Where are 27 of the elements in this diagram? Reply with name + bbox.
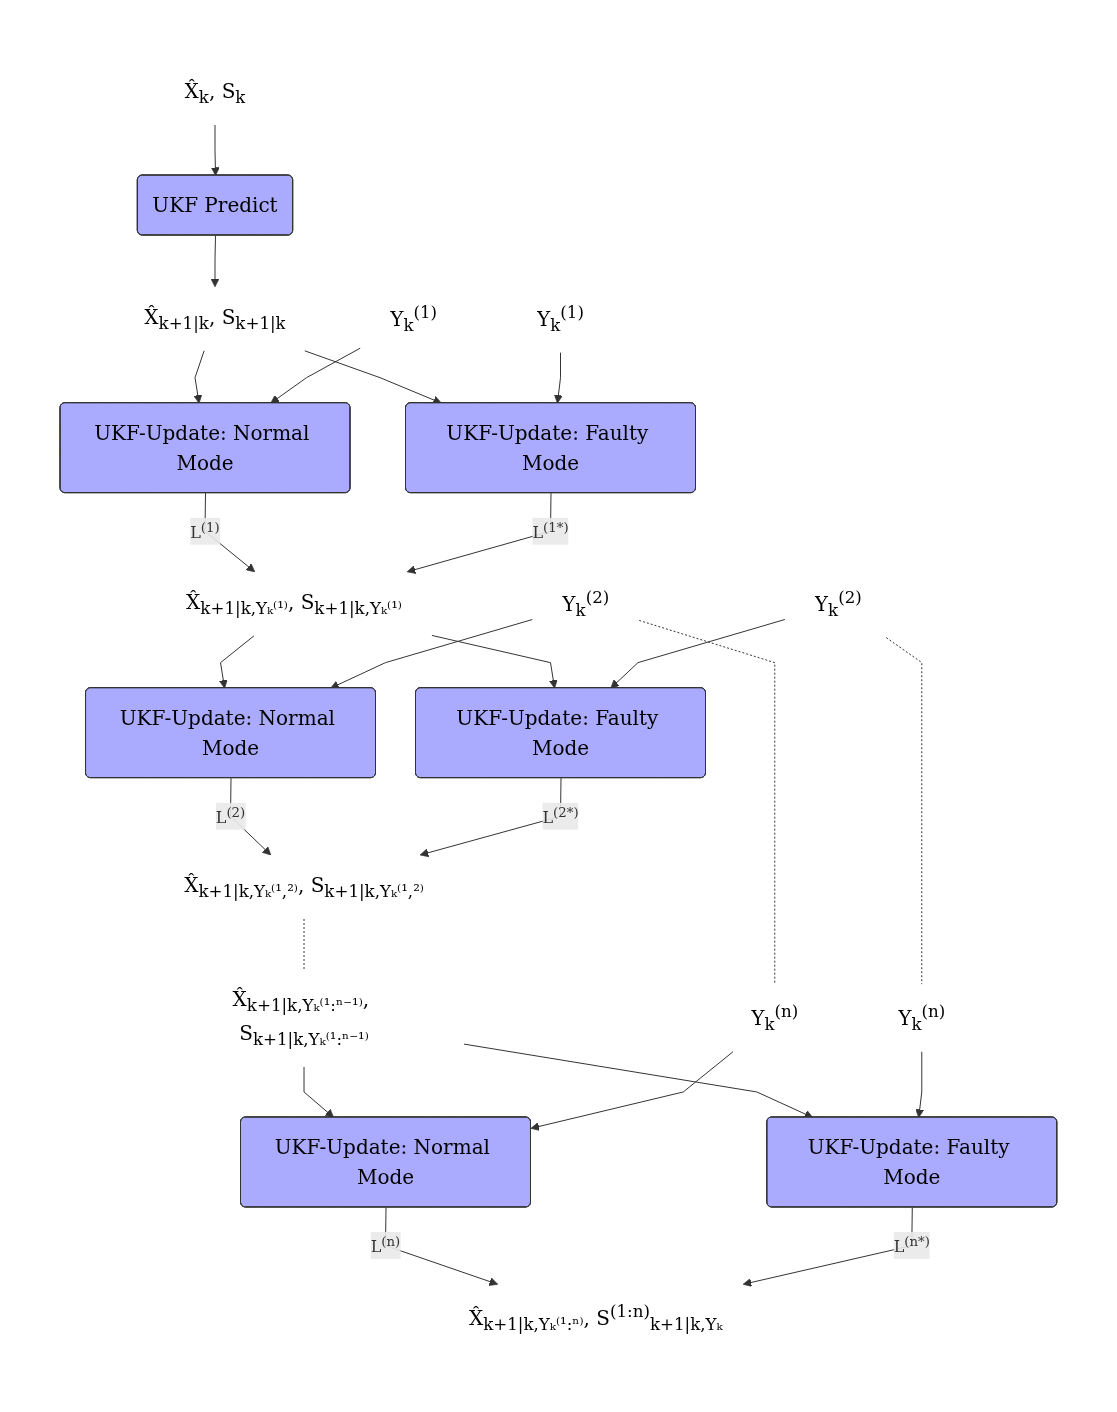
arrow [554, 351, 563, 404]
node-text: X̂$_{k+1|k,Yₖ⁽¹⁾}$, S$_{k+1|k,Yₖ⁽¹⁾}$ [186, 589, 403, 618]
arrow [193, 349, 205, 404]
arrow [463, 1043, 814, 1118]
edge-label: L$^{(1)}$ [190, 519, 220, 542]
arrow [303, 1066, 335, 1118]
arrow [915, 1050, 925, 1118]
node-text: X̂$_{k+1|k,Yₖ⁽¹,²⁾}$, S$_{k+1|k,Yₖ⁽¹,²⁾}$ [184, 872, 425, 901]
edge-label: L$^{(2*)}$ [542, 804, 579, 827]
arrow [304, 349, 442, 404]
edge-label: L$^{(2)}$ [215, 804, 246, 827]
node-text: X̂$_{k+1|k,Yₖ⁽¹:ⁿ⁻¹⁾}$, S$_{k+1|k,Yₖ⁽¹:ⁿ⁻¹⁾}$ [232, 986, 370, 1049]
arrow [219, 634, 255, 689]
node-text: X̂$_{k+1|k}$, S$_{k+1|k}$ [144, 304, 286, 333]
arrow [270, 347, 361, 404]
arrow [610, 618, 786, 689]
arrow [530, 1050, 734, 1131]
connector [885, 636, 923, 985]
connector [638, 619, 776, 985]
edge-label: L$^{(n)}$ [370, 1233, 401, 1256]
edge-label: L$^{(1*)}$ [532, 519, 569, 542]
arrow [211, 124, 220, 176]
arrow [431, 634, 558, 689]
arrow [210, 234, 220, 287]
edge-label: L$^{(n*)}$ [893, 1233, 931, 1256]
node-text: X̂$_{k}$, S$_{k}$ [184, 78, 246, 107]
arrow [330, 618, 533, 689]
